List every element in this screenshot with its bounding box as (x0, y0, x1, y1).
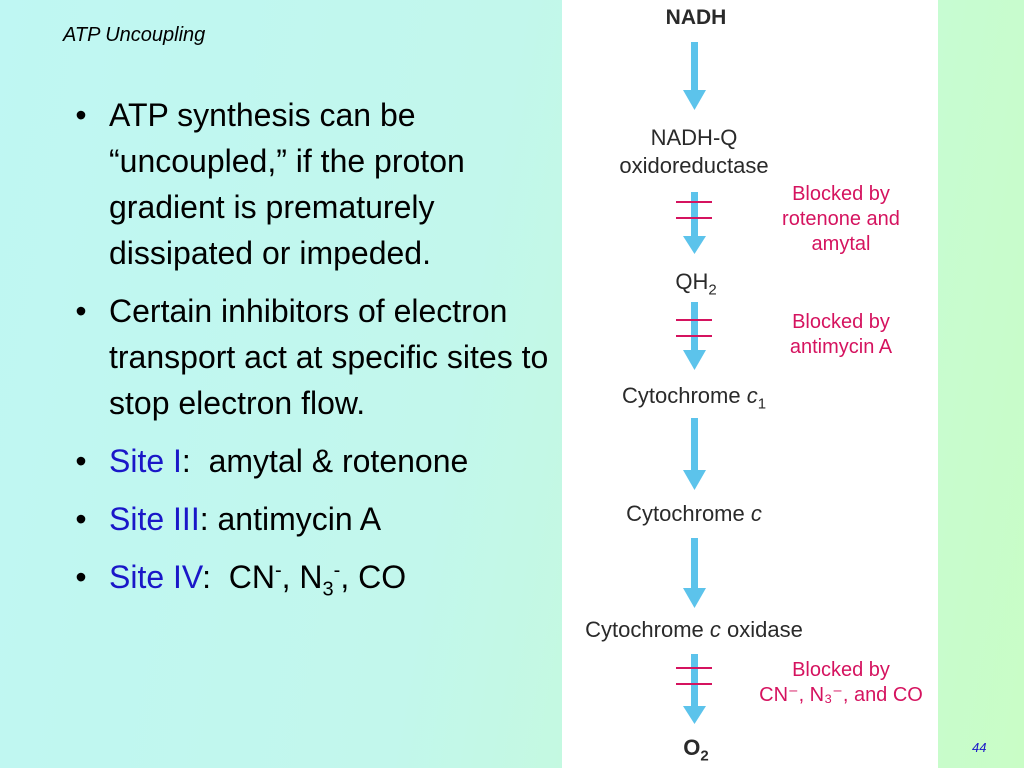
subscript-3: 3 (322, 578, 334, 601)
site-inhibitor: antimycin A (217, 501, 382, 537)
node-o2: O2 (683, 735, 709, 765)
note-rotenone-line2: rotenone and (782, 208, 900, 230)
bullet-inhibitors: • Certain inhibitors of electron transpo… (75, 293, 549, 421)
site-separator: : (202, 559, 229, 595)
node-cytochrome-c: Cytochrome c (626, 501, 762, 526)
site-inhibitor: amytal & rotenone (208, 443, 469, 479)
note-rotenone-line1: Blocked by (792, 183, 890, 205)
slide-title: ATP Uncoupling (63, 24, 206, 46)
site-label: Site III (109, 501, 200, 537)
note-antimycin-line1: Blocked by (792, 311, 890, 333)
superscript-minus: - (274, 559, 282, 582)
node-cytochrome-c-oxidase: Cytochrome c oxidase (585, 617, 803, 642)
site-label: Site I (109, 443, 182, 479)
bullet-text: ATP synthesis can be “uncoupled,” if the… (109, 97, 465, 271)
superscript-minus: - (333, 559, 341, 582)
diagram-arrows (676, 42, 712, 724)
electron-transport-diagram: NADH NADH-Q oxidoreductase QH2 Cytochrom… (562, 0, 938, 768)
arrow-down-icon-c1 (683, 418, 706, 490)
site-separator: : (199, 501, 218, 537)
node-nadh-q-line2: oxidoreductase (619, 153, 769, 178)
bullet-site-4: •Site IV: CN-, N3-, CO (75, 559, 407, 601)
note-cn-line1: Blocked by (792, 659, 890, 681)
inhibitor-cn: CN (228, 559, 275, 595)
node-cytochrome-c1: Cytochrome c1 (621, 383, 767, 413)
page-number: 44 (972, 740, 987, 755)
inhibitor-n3: , N (281, 559, 323, 595)
arrow-down-icon-nadh (683, 42, 706, 110)
bullet-site-3: •Site III: antimycin A (75, 501, 382, 537)
node-qh2: QH2 (675, 269, 717, 299)
arrow-down-icon-blocked-1 (683, 192, 706, 254)
note-antimycin-line2: antimycin A (789, 336, 893, 358)
bullet-list: • ATP synthesis can be “uncoupled,” if t… (70, 92, 550, 612)
node-nadh: NADH (665, 6, 727, 29)
note-rotenone-line3: amytal (811, 233, 871, 255)
arrow-down-icon-blocked-2 (683, 302, 706, 370)
arrow-down-icon-c (683, 538, 706, 608)
arrow-down-icon-blocked-3 (683, 654, 706, 724)
block-bars (676, 201, 712, 685)
site-separator: : (181, 443, 209, 479)
inhibitor-co: , CO (340, 559, 407, 595)
site-label: Site IV (109, 559, 203, 595)
note-cn-line2: CN⁻, N₃⁻, and CO (759, 684, 923, 706)
bullet-site-1: •Site I: amytal & rotenone (75, 443, 469, 479)
arrow-icons (683, 42, 706, 724)
bullet-text: Certain inhibitors of electron transport… (109, 293, 549, 421)
bullet-uncoupling: • ATP synthesis can be “uncoupled,” if t… (75, 97, 465, 271)
node-nadh-q-line1: NADH-Q (650, 125, 738, 150)
